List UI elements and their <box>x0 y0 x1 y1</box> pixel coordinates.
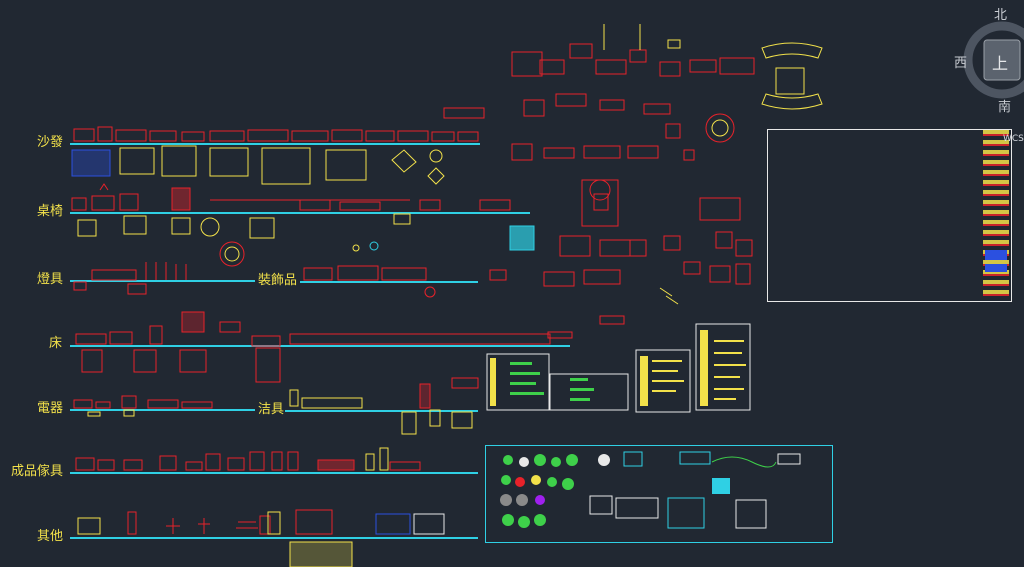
baseline-sofa <box>70 143 480 145</box>
wcs-label[interactable]: WCS <box>1003 134 1024 144</box>
category-label-bed: 床 <box>49 336 63 351</box>
category-label-furniture: 成品傢具 <box>11 464 64 479</box>
compass-west[interactable]: 西 <box>954 56 968 71</box>
baseline-sanitary <box>285 410 478 412</box>
category-label-sanitary: 洁具 <box>258 402 285 417</box>
title-block-color-swatch <box>985 250 1007 260</box>
category-label-sofa: 沙發 <box>37 135 64 150</box>
baseline-other <box>70 537 478 539</box>
category-label-other: 其他 <box>37 529 64 544</box>
category-label-decoration: 裝飾品 <box>258 273 298 288</box>
baseline-lamp <box>70 280 255 282</box>
viewcube-ring-icon <box>963 21 1024 99</box>
category-label-table-chair: 桌椅 <box>37 204 64 219</box>
title-block-color-swatch-2 <box>985 264 1007 272</box>
baseline-bed <box>70 345 570 347</box>
category-label-appliance: 電器 <box>37 401 64 416</box>
baseline-furniture <box>70 472 478 474</box>
compass-north[interactable]: 北 <box>994 8 1008 23</box>
title-block-legend <box>983 130 1009 300</box>
plant-symbols-panel[interactable] <box>485 445 833 543</box>
viewcube[interactable]: 北 西 南 上 <box>954 0 1024 120</box>
compass-south[interactable]: 南 <box>998 100 1012 115</box>
baseline-appliance <box>70 409 255 411</box>
viewcube-top-face[interactable]: 上 <box>992 54 1009 73</box>
category-label-lamp: 燈具 <box>37 272 64 287</box>
baseline-table-chair <box>70 212 530 214</box>
baseline-decoration <box>300 281 478 283</box>
title-block-frame[interactable] <box>767 129 1012 302</box>
